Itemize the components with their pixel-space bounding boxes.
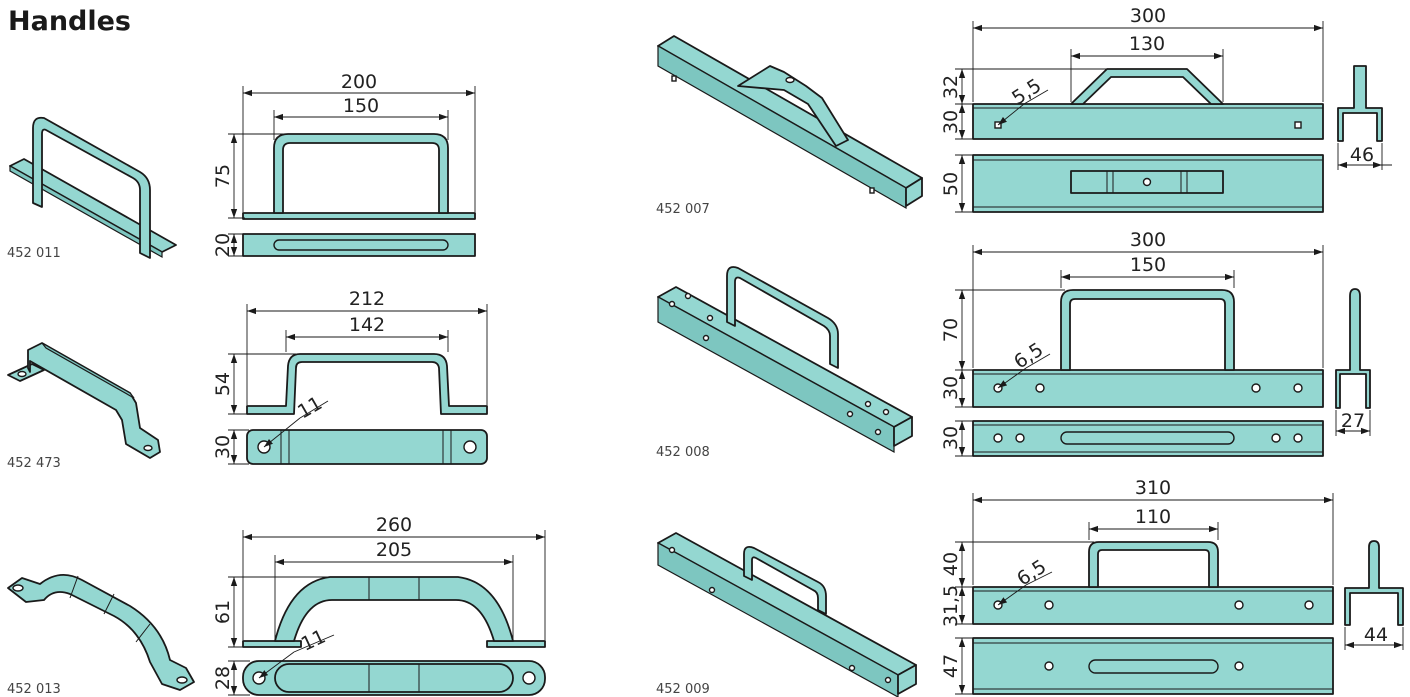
- side-view-452-009: [1344, 540, 1404, 626]
- dimensions-452-009: 310 110 40 31,5 47 6,5 44: [940, 477, 1404, 695]
- dim-overall-label: 260: [376, 514, 412, 536]
- dim-overall-label: 200: [341, 71, 377, 93]
- top-view-452-473: [246, 429, 488, 465]
- top-view-452-009: [972, 637, 1334, 695]
- iso-view-452-007: [657, 35, 923, 210]
- dim-base-label: 30: [212, 435, 234, 459]
- front-view-452-008: [972, 289, 1324, 408]
- dim-hole-label: 11: [298, 625, 329, 655]
- front-view-452-009: [972, 541, 1334, 625]
- dim-overall-label: 300: [1130, 229, 1166, 251]
- iso-view-452-473: [7, 342, 161, 459]
- dim-height-label: 40: [940, 552, 962, 576]
- dim-height-label: 70: [940, 318, 962, 342]
- dim-inner-label: 142: [349, 314, 385, 336]
- dim-side-label: 27: [1341, 410, 1365, 432]
- dim-width-label: 47: [940, 654, 962, 678]
- dim-overall-label: 310: [1135, 477, 1171, 499]
- iso-view-452-008: [657, 266, 913, 454]
- top-view-452-011: [242, 233, 476, 257]
- product-452-008: 452 008: [656, 229, 1371, 460]
- dim-plate-label: 30: [940, 376, 962, 400]
- dim-inner-label: 110: [1135, 506, 1171, 528]
- product-code: 452 473: [7, 456, 61, 471]
- dim-height-label: 32: [940, 75, 962, 99]
- front-view-452-013: [242, 576, 546, 648]
- dim-width-label: 30: [940, 426, 962, 450]
- dim-overall-label: 300: [1130, 5, 1166, 27]
- dim-base-label: 28: [212, 666, 234, 690]
- dim-inner-label: 130: [1129, 33, 1165, 55]
- dim-plate-label: 30: [940, 110, 962, 134]
- product-code: 452 013: [7, 682, 61, 697]
- dim-inner-label: 150: [343, 95, 379, 117]
- top-view-452-008: [972, 420, 1324, 457]
- dimensions-452-011: 200 150 75 20: [212, 71, 476, 257]
- dimensions-452-013: 260 205 61 28 11: [212, 514, 546, 696]
- page-title: Handles: [8, 6, 132, 37]
- dim-width-label: 50: [940, 172, 962, 196]
- product-452-009: 452 009: [656, 477, 1404, 697]
- dim-overall-label: 212: [349, 288, 385, 310]
- front-view-452-007: [972, 68, 1324, 140]
- product-code: 452 009: [656, 682, 710, 697]
- dim-side-label: 44: [1364, 624, 1388, 646]
- product-code: 452 007: [656, 202, 710, 217]
- side-view-452-007: [1337, 65, 1383, 142]
- iso-view-452-013: [7, 574, 195, 691]
- dim-side-label: 46: [1350, 144, 1374, 166]
- product-452-013: 452 013 260 205: [7, 514, 546, 697]
- dim-hole-label: 6,5: [1010, 339, 1047, 374]
- top-view-452-013: [242, 660, 546, 696]
- dim-hole-label: 6,5: [1013, 556, 1050, 591]
- iso-view-452-009: [657, 532, 917, 697]
- dimensions-452-007: 300 130 32 30 50 5,5 46: [940, 5, 1392, 213]
- dim-height-label: 54: [212, 372, 234, 396]
- top-view-452-007: [972, 154, 1324, 213]
- product-code: 452 011: [7, 246, 61, 261]
- dim-inner-label: 205: [376, 539, 412, 561]
- dim-base-label: 20: [212, 233, 234, 257]
- product-452-007: 452 007: [656, 5, 1392, 217]
- dim-plate-label: 31,5: [940, 585, 962, 627]
- product-code: 452 008: [656, 445, 710, 460]
- dim-height-label: 61: [212, 600, 234, 624]
- product-452-011: 452 011 200 150 75 20: [7, 71, 476, 261]
- front-view-452-011: [242, 133, 476, 220]
- side-view-452-008: [1335, 288, 1371, 409]
- product-452-473: 452 473 212 142 54 30 11: [7, 288, 488, 471]
- dim-height-label: 75: [212, 164, 234, 188]
- iso-view-452-011: [9, 116, 177, 259]
- dim-inner-label: 150: [1130, 254, 1166, 276]
- front-view-452-473: [246, 353, 488, 415]
